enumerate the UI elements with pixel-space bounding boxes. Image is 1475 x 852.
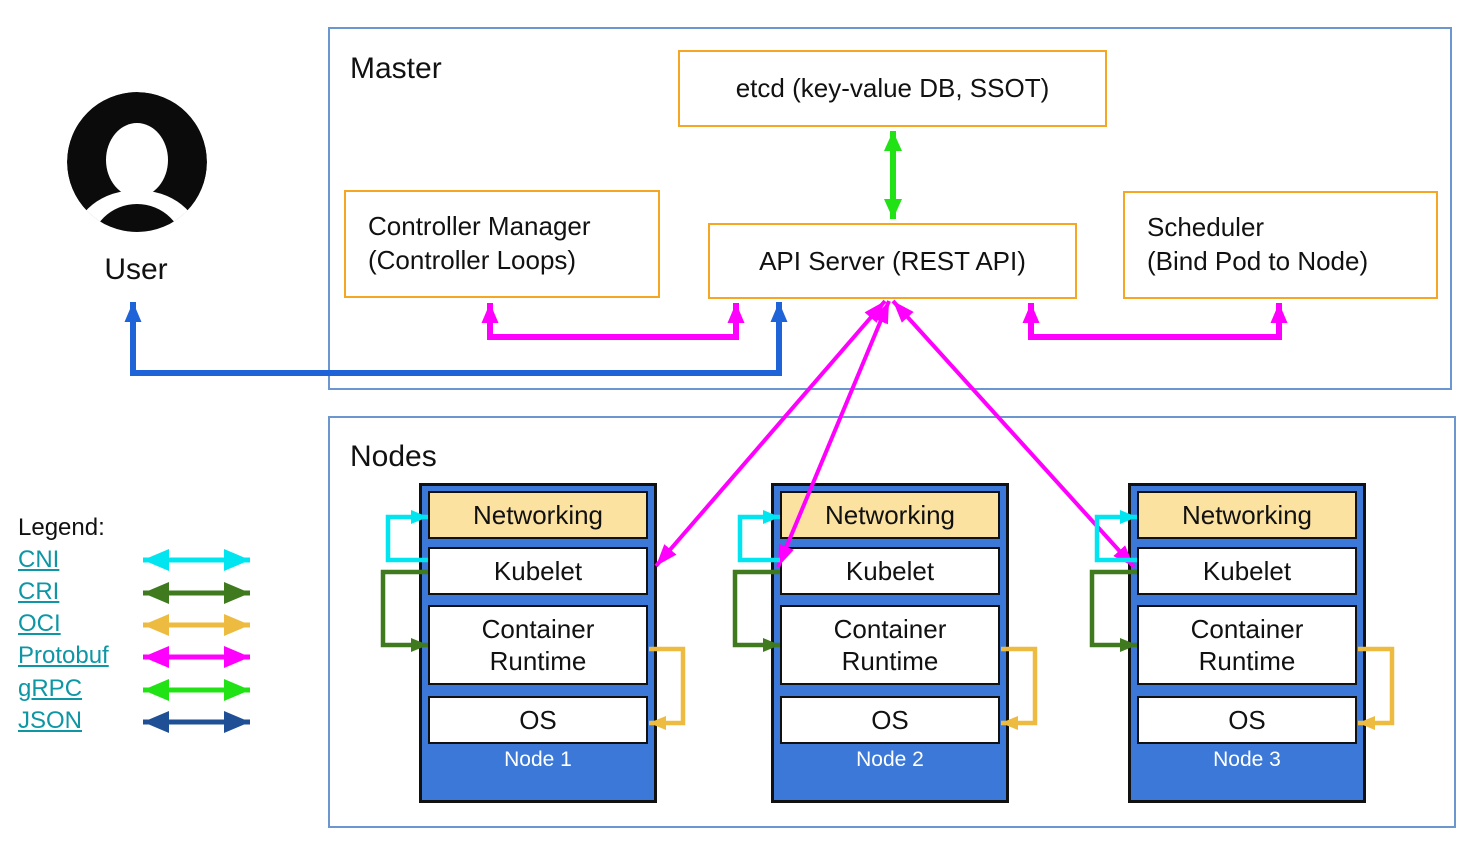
node-2-os-box: OS (780, 696, 1000, 744)
node-3-kubelet-box: Kubelet (1137, 547, 1357, 595)
node-2: Networking Kubelet Container Runtime OS … (771, 483, 1009, 803)
api-server-box: API Server (REST API) (708, 223, 1077, 299)
legend-link-cri[interactable]: CRI (18, 578, 60, 605)
legend-link-protobuf[interactable]: Protobuf (18, 642, 109, 669)
os-label: OS (519, 705, 557, 735)
api-server-label: API Server (REST API) (759, 245, 1026, 276)
scheduler-box: Scheduler (Bind Pod to Node) (1123, 191, 1438, 299)
user-icon (67, 92, 207, 232)
controller-manager-line2: (Controller Loops) (368, 245, 577, 275)
user-label: User (104, 253, 168, 286)
nodes-label: Nodes (350, 440, 437, 473)
node-2-container-runtime-box: Container Runtime (780, 605, 1000, 685)
scheduler-line2: (Bind Pod to Node) (1147, 246, 1369, 276)
node-1-kubelet-box: Kubelet (428, 547, 648, 595)
container-runtime-label: Container Runtime (833, 614, 947, 676)
etcd-box: etcd (key-value DB, SSOT) (678, 50, 1107, 127)
master-label: Master (350, 52, 442, 85)
os-label: OS (871, 705, 909, 735)
networking-label: Networking (1181, 500, 1313, 530)
os-label: OS (1228, 705, 1266, 735)
container-runtime-label: Container Runtime (1190, 614, 1304, 676)
kubelet-label: Kubelet (1202, 556, 1292, 586)
node-2-kubelet-box: Kubelet (780, 547, 1000, 595)
node-1-networking-box: Networking (428, 491, 648, 539)
networking-label: Networking (824, 500, 956, 530)
node-3-label: Node 3 (1213, 748, 1281, 771)
legend-link-oci[interactable]: OCI (18, 610, 61, 637)
node-1-os-box: OS (428, 696, 648, 744)
node-1: Networking Kubelet Container Runtime OS … (419, 483, 657, 803)
legend-link-grpc[interactable]: gRPC (18, 675, 83, 702)
kubelet-label: Kubelet (845, 556, 935, 586)
node-3-networking-box: Networking (1137, 491, 1357, 539)
node-3-container-runtime-box: Container Runtime (1137, 605, 1357, 685)
legend-link-json[interactable]: JSON (18, 707, 83, 734)
node-1-label: Node 1 (504, 748, 572, 771)
etcd-label: etcd (key-value DB, SSOT) (735, 73, 1050, 103)
kubelet-label: Kubelet (493, 556, 583, 586)
legend-link-cni[interactable]: CNI (18, 546, 60, 573)
networking-label: Networking (472, 500, 604, 530)
controller-manager-box: Controller Manager (Controller Loops) (344, 190, 660, 298)
node-2-networking-box: Networking (780, 491, 1000, 539)
legend-title: Legend: (18, 514, 105, 541)
scheduler-line1: Scheduler (1147, 212, 1265, 242)
node-2-label: Node 2 (856, 748, 924, 771)
node-3-os-box: OS (1137, 696, 1357, 744)
node-3: Networking Kubelet Container Runtime OS … (1128, 483, 1366, 803)
container-runtime-label: Container Runtime (481, 614, 595, 676)
controller-manager-line1: Controller Manager (368, 211, 591, 241)
node-1-container-runtime-box: Container Runtime (428, 605, 648, 685)
